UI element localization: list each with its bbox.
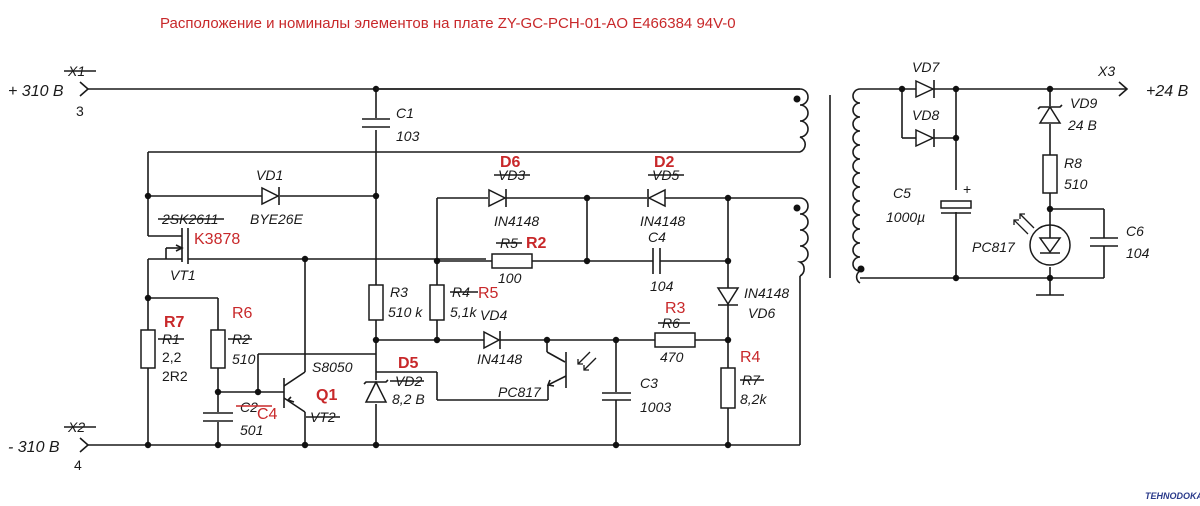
c1-ref: C1	[396, 105, 414, 121]
connector-x1-voltage: + 310 В	[8, 83, 64, 100]
resistor-r7: R4 R7 8,2k	[720, 349, 767, 409]
vd4-ref: VD4	[480, 307, 507, 323]
resistor-r4: R4 R5 5,1k	[429, 284, 499, 321]
light-arrows-icon	[1013, 213, 1035, 235]
capacitor-c2: C2 C4 501	[203, 399, 278, 438]
r1-value: 2,2	[162, 349, 182, 365]
c6-ref: C6	[1126, 223, 1144, 239]
secondary-junctions	[898, 85, 1054, 282]
vd1-ref: VD1	[256, 167, 283, 183]
c2-new-ref: C4	[257, 406, 278, 423]
capacitor-c6: C6 104	[1090, 223, 1150, 261]
capacitor-c1: C1 103	[362, 105, 420, 144]
diagram-title: Расположение и номиналы элементов на пла…	[160, 15, 736, 32]
r1-marking: 2R2	[162, 368, 188, 384]
r8-ref: R8	[1064, 155, 1082, 171]
zener-vd9: VD9 24 В	[1037, 95, 1097, 133]
watermark: TEHNODOKA.RU	[1145, 491, 1200, 501]
c3-value: 1003	[640, 399, 671, 415]
connector-x3: X3 +24 В	[1097, 63, 1189, 100]
connector-arrow-icon	[79, 437, 90, 453]
r8-value: 510	[1064, 176, 1088, 192]
c2-value: 501	[240, 422, 263, 438]
opto-tr-part: PC817	[498, 384, 542, 400]
vd4-part: IN4148	[477, 351, 522, 367]
connector-x2-voltage: - 310 В	[8, 439, 60, 456]
optocoupler-transistor: PC817	[498, 351, 597, 400]
c2-old-ref: C2	[240, 399, 258, 415]
vd9-ref: VD9	[1070, 95, 1097, 111]
zener-vd2: D5 VD2 8,2 В	[363, 355, 425, 407]
connector-x2: X2 - 310 В 4	[8, 419, 96, 473]
junctions	[144, 85, 732, 449]
vd2-value: 8,2 В	[392, 391, 425, 407]
light-arrows-icon	[577, 351, 597, 371]
r5-new-ref: R2	[526, 235, 547, 252]
connector-x1: X1 + 310 В 3	[8, 63, 96, 119]
r6-new-ref: R3	[665, 300, 686, 317]
c4-ref: C4	[648, 229, 666, 245]
vd1-value: BYE26E	[250, 211, 304, 227]
diode-vd3: D6 VD3 IN4148	[488, 154, 539, 229]
r3-value: 510 k	[388, 304, 423, 320]
transformer	[376, 88, 865, 284]
diode-vd7: VD7	[912, 59, 940, 99]
transistor-vt2: S8050 Q1 VT2	[283, 359, 353, 425]
c5-polarity: +	[963, 181, 971, 197]
vd5-part: IN4148	[640, 213, 685, 229]
connector-x3-voltage: +24 В	[1146, 83, 1189, 100]
r7-new-ref: R4	[740, 349, 761, 366]
connector-x2-pin: 4	[74, 457, 82, 473]
resistor-r2: R6 R2 510	[210, 305, 256, 369]
r1-new-ref: R7	[164, 314, 185, 331]
connector-arrow-icon	[79, 81, 90, 97]
r2-new-ref: R6	[232, 305, 253, 322]
c3-ref: C3	[640, 375, 658, 391]
opto-led-part: PC817	[972, 239, 1016, 255]
vd2-new-ref: D5	[398, 355, 419, 372]
optocoupler-led: PC817	[972, 213, 1071, 266]
r4-new-ref: R5	[478, 285, 499, 302]
resistor-r5: R5 R2 100	[491, 235, 547, 286]
vd3-part: IN4148	[494, 213, 539, 229]
capacitor-c4: C4 104	[648, 229, 674, 294]
diode-vd1: VD1 BYE26E	[250, 167, 304, 227]
vd9-value: 24 В	[1067, 117, 1097, 133]
vd7-ref: VD7	[912, 59, 940, 75]
r7-value: 8,2k	[740, 391, 767, 407]
c5-value: 1000µ	[886, 209, 925, 225]
vt1-ref: VT1	[170, 267, 196, 283]
capacitor-c3: C3 1003	[602, 375, 671, 415]
diode-vd8: VD8	[912, 107, 939, 148]
vt2-part: S8050	[312, 359, 353, 375]
vt2-new-ref: Q1	[316, 387, 337, 404]
mosfet-vt1: 2SK2611 K3878 VT1	[158, 211, 240, 283]
c1-value: 103	[396, 128, 420, 144]
vd5-new-ref: D2	[654, 154, 675, 171]
resistor-r8: R8 510	[1042, 154, 1088, 194]
vd6-ref: VD6	[748, 305, 775, 321]
resistor-r1: R7 R1 2,2 2R2	[140, 314, 188, 384]
connector-arrow-icon	[1118, 81, 1129, 97]
diode-vd5: D2 VD5 IN4148	[640, 154, 685, 229]
r6-value: 470	[660, 349, 684, 365]
r4-value: 5,1k	[450, 304, 477, 320]
vt1-new-part: K3878	[194, 231, 240, 248]
vd3-new-ref: D6	[500, 154, 521, 171]
resistor-r6: R3 R6 470	[654, 300, 696, 365]
r5-value: 100	[498, 270, 522, 286]
connector-x3-ref: X3	[1097, 63, 1115, 79]
diode-vd4: VD4 IN4148	[477, 307, 522, 367]
c4-value: 104	[650, 278, 674, 294]
c6-value: 104	[1126, 245, 1150, 261]
capacitor-c5: + C5 1000µ	[886, 181, 972, 225]
connector-x1-pin: 3	[76, 103, 84, 119]
resistor-r3: R3 510 k	[368, 284, 423, 321]
c5-ref: C5	[893, 185, 911, 201]
r2-value: 510	[232, 351, 256, 367]
r3-ref: R3	[390, 284, 408, 300]
vd6-part: IN4148	[744, 285, 789, 301]
vd8-ref: VD8	[912, 107, 939, 123]
diode-vd6: IN4148 VD6	[716, 285, 789, 321]
